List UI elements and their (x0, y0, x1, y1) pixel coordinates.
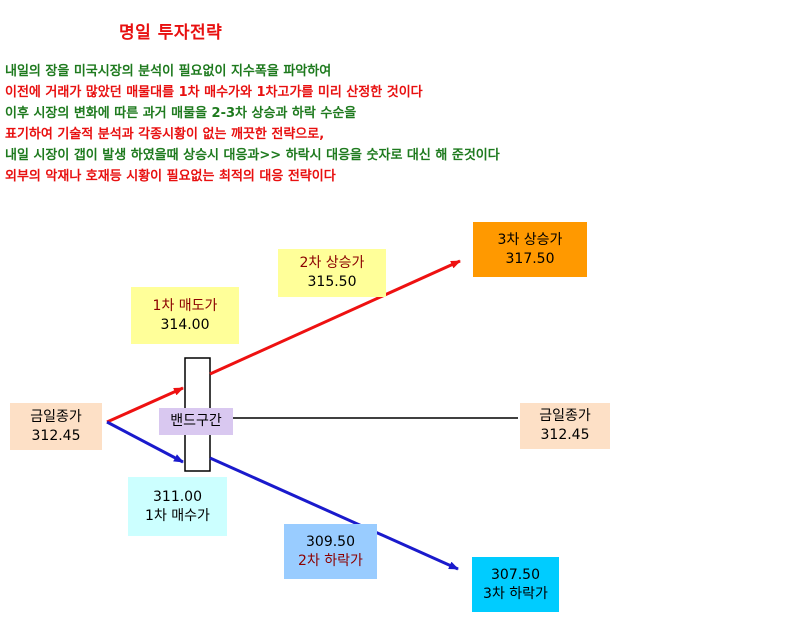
close-right-value: 312.45 (540, 427, 590, 443)
description-line: 내일 시장이 갭이 발생 하였을때 상승시 대응과>> 하락시 대응을 숫자로 … (5, 148, 500, 163)
strategy-description: 내일의 장을 미국시장의 분석이 필요없이 지수폭을 파악하여 이전에 거래가 … (5, 61, 500, 187)
down-arrow-long (209, 456, 459, 571)
down-arrow-short (106, 420, 184, 464)
page-title: 명일 투자전략 (119, 23, 223, 43)
rise3-box: 3차 상승가 317.50 (473, 222, 587, 277)
buy1-value: 311.00 (153, 488, 202, 505)
up-arrow-long (209, 259, 461, 376)
fall3-value: 307.50 (491, 566, 540, 583)
description-line: 표기하여 기술적 분석과 각종시황이 없는 깨끗한 전략으로, (5, 127, 325, 142)
rise2-label: 2차 상승가 (299, 255, 365, 271)
description-line: 이전에 거래가 많았던 매물대를 1차 매수가와 1차고가를 미리 산정한 것이… (5, 85, 423, 100)
close-left-value: 312.45 (31, 427, 81, 444)
rise3-value: 317.50 (505, 250, 555, 267)
rise2-value: 315.50 (307, 274, 357, 290)
band-box: 밴드구간 (159, 408, 233, 435)
up-arrow-short (106, 386, 184, 424)
rise2-box: 2차 상승가 315.50 (278, 249, 386, 297)
sell1-label: 1차 매도가 (152, 297, 218, 314)
fall3-label: 3차 하락가 (483, 585, 548, 602)
close-right-label: 금일종가 (539, 408, 591, 424)
description-line: 이후 시장의 변화에 따른 과거 매물을 2-3차 상승과 하락 수순을 (5, 106, 357, 121)
description-line: 내일의 장을 미국시장의 분석이 필요없이 지수폭을 파악하여 (5, 64, 332, 79)
close-left-label: 금일종가 (30, 408, 82, 425)
rise3-label: 3차 상승가 (497, 231, 563, 248)
buy1-label: 1차 매수가 (145, 507, 210, 524)
fall3-box: 307.50 3차 하락가 (472, 557, 559, 612)
fall2-label: 2차 하락가 (298, 552, 363, 569)
close-left-box: 금일종가 312.45 (10, 403, 102, 450)
description-line: 외부의 악재나 호재등 시황이 필요없는 최적의 대응 전략이다 (5, 169, 336, 184)
fall2-box: 309.50 2차 하락가 (284, 524, 377, 579)
sell1-value: 314.00 (160, 316, 210, 333)
buy1-box: 311.00 1차 매수가 (128, 477, 227, 536)
close-right-box: 금일종가 312.45 (520, 403, 610, 449)
fall2-value: 309.50 (306, 533, 355, 550)
band-label: 밴드구간 (170, 413, 222, 429)
sell1-box: 1차 매도가 314.00 (131, 287, 239, 344)
